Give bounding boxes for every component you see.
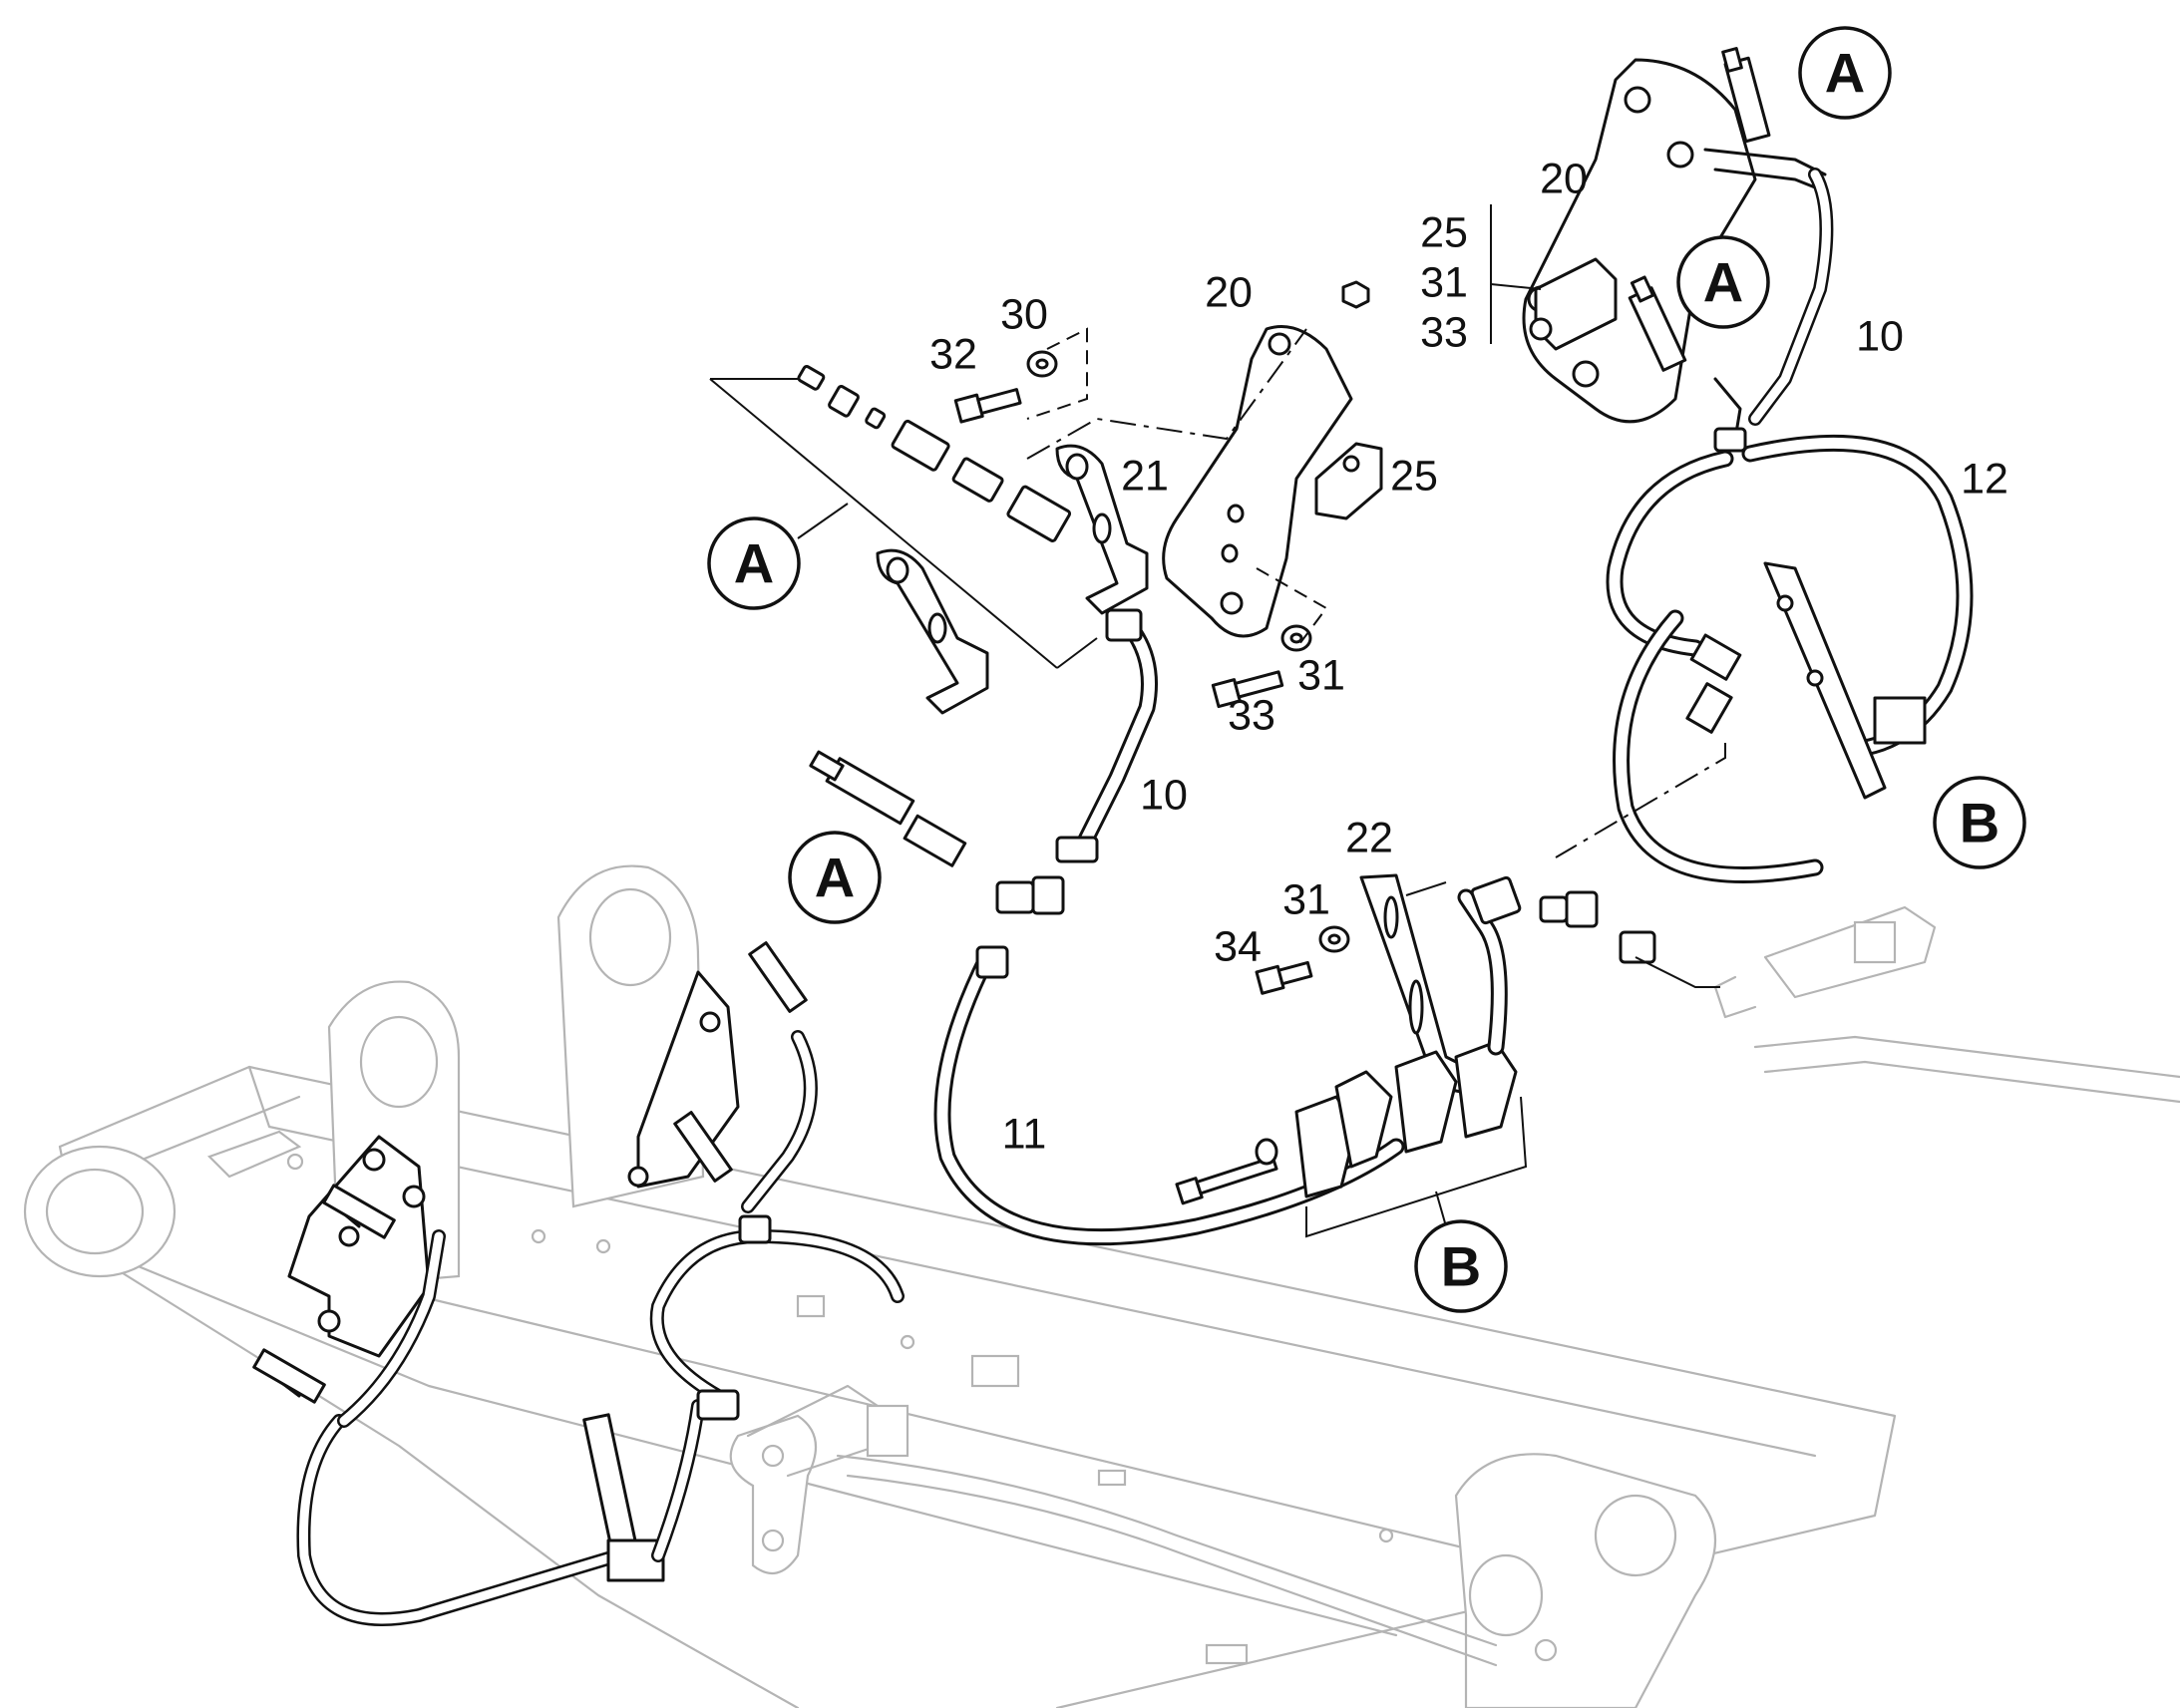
callout-a3: A	[707, 516, 801, 610]
mount-plate-20-mid	[1162, 325, 1353, 638]
label-32: 32	[929, 330, 977, 378]
clamp-bracket-right	[1763, 561, 1887, 800]
mount-bracket-left	[287, 1135, 431, 1358]
label-34: 34	[1214, 922, 1262, 970]
label-20-mid: 20	[1205, 268, 1253, 316]
label-31-mid: 31	[1297, 651, 1345, 699]
label-20-top: 20	[1540, 155, 1588, 202]
label-25-stack: 25	[1420, 208, 1468, 256]
part-number-labels: 20 25 31 33 10 12 30 32 20 21 25 31 33 1…	[929, 155, 2008, 1158]
callout-a4: A	[788, 831, 882, 924]
left-hose-assembly	[252, 941, 905, 1626]
label-21: 21	[1121, 452, 1169, 500]
label-22: 22	[1345, 814, 1393, 861]
label-30: 30	[1000, 290, 1048, 338]
svg-text:A: A	[1825, 42, 1865, 105]
callout-b1: B	[1933, 776, 2026, 869]
label-33-stack: 33	[1420, 308, 1468, 356]
top-right-assembly	[1522, 47, 1974, 883]
svg-text:A: A	[1703, 251, 1743, 314]
label-12: 12	[1961, 455, 2008, 503]
label-31-stack: 31	[1420, 258, 1468, 306]
label-10-mid: 10	[1140, 771, 1188, 819]
exploded-parts-b	[1175, 873, 1720, 1238]
exploded-parts-a	[709, 280, 1405, 1246]
svg-text:A: A	[734, 532, 774, 595]
label-10-top: 10	[1856, 312, 1904, 360]
callout-a1: A	[1798, 26, 1892, 120]
svg-text:B: B	[1960, 792, 1999, 854]
label-33-mid: 33	[1228, 691, 1275, 739]
label-25-mid: 25	[1390, 452, 1438, 500]
callout-a2: A	[1676, 235, 1770, 329]
svg-text:A: A	[815, 847, 855, 909]
svg-text:B: B	[1441, 1235, 1481, 1298]
callout-b2: B	[1414, 1219, 1508, 1313]
label-11: 11	[1002, 1110, 1047, 1158]
label-31-low: 31	[1282, 875, 1330, 923]
hose-11	[933, 948, 1405, 1246]
clamp-block-25-mid	[1314, 442, 1383, 520]
